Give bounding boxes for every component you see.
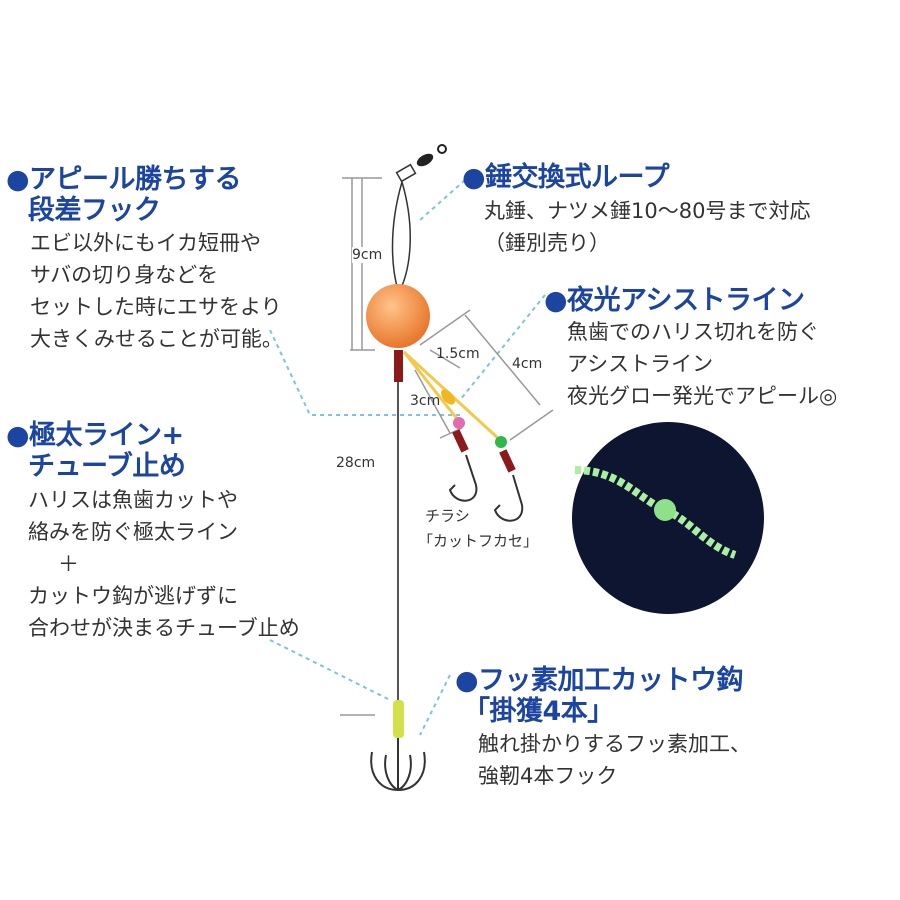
thick-line-body: ハリスは魚歯カットや 絡みを防ぐ極太ライン ＋ カットウ鈎が逃げずに 合わせが決…	[28, 484, 300, 644]
sinker-ball	[366, 284, 430, 348]
body-line: アシストライン	[567, 352, 714, 376]
sinker-loop	[391, 181, 411, 291]
fluorine-hook-title: ●フッ素加工カットウ鈎 「掛獲4本」	[455, 665, 744, 727]
long-branch-label: 4cm	[512, 356, 543, 372]
stepped-hook-title: ●アピール勝ちする 段差フック	[6, 164, 242, 226]
swivel-icon	[395, 144, 447, 183]
body-line: ＋	[58, 552, 79, 576]
title-line: ●極太ライン+	[6, 420, 184, 451]
body-line: 触れ掛かりするフッ素加工、	[478, 732, 751, 756]
title-line: ●夜光アシストライン	[544, 285, 805, 316]
hook-type-label: チラシ	[425, 507, 470, 525]
body-line: ハリスは魚歯カットや	[28, 488, 238, 512]
body-line: 夜光グロー発光でアピール◎	[567, 384, 838, 408]
dimension-lines	[340, 177, 554, 716]
body-line: 合わせが決まるチューブ止め	[28, 616, 300, 640]
title-line: ●アピール勝ちする	[6, 164, 242, 195]
title-line: 段差フック	[28, 195, 161, 226]
sinker-loop-body: 丸錘、ナツメ錘10〜80号まで対応 （錘別売り）	[484, 195, 810, 259]
pink-bead	[453, 417, 465, 429]
sinker-loop-title: ●錘交換式ループ	[462, 162, 669, 193]
body-line: エビ以外にもイカ短冊や	[30, 231, 261, 255]
title-line: ●錘交換式ループ	[462, 162, 669, 193]
body-line: 大きくみせることが可能。	[30, 327, 283, 351]
body-line: 丸錘、ナツメ錘10〜80号まで対応	[484, 199, 811, 223]
title-line: チューブ止め	[28, 451, 186, 482]
treble-hook-icon	[370, 738, 426, 791]
short-branch-label: 3cm	[410, 393, 441, 409]
body-line: カットウ鈎が逃げずに	[28, 584, 238, 608]
assist-offset-label: 1.5cm	[436, 346, 480, 362]
stepped-hook-body: エビ以外にもイカ短冊や サバの切り身などを セットした時にエサをより 大きくみせ…	[30, 227, 283, 355]
tube-stopper	[394, 350, 403, 382]
total-length-label: 28cm	[336, 455, 376, 471]
title-line: 「掛獲4本」	[463, 696, 614, 727]
title-line: ●フッ素加工カットウ鈎	[455, 665, 744, 696]
body-line: サバの切り身などを	[30, 263, 219, 287]
body-line: 絡みを防ぐ極太ライン	[28, 520, 238, 544]
glow-assist-title: ●夜光アシストライン	[544, 285, 805, 316]
glow-assist-body: 魚歯でのハリス切れを防ぐ アシストライン 夜光グロー発光でアピール◎	[567, 316, 837, 412]
yellow-tube	[393, 700, 404, 738]
hook-name-label: 「カットフカセ」	[418, 532, 539, 550]
glow-line-photo	[572, 422, 764, 614]
body-line: （錘別売り）	[484, 231, 610, 255]
leader-lines	[269, 179, 546, 736]
loop-length-label: 9cm	[352, 247, 383, 263]
body-line: 強靭4本フック	[478, 764, 618, 788]
green-bead	[495, 436, 507, 448]
fluorine-hook-body: 触れ掛かりするフッ素加工、 強靭4本フック	[478, 728, 751, 792]
body-line: 魚歯でのハリス切れを防ぐ	[567, 320, 819, 344]
hook-icon	[448, 454, 524, 522]
thick-line-title: ●極太ライン+ チューブ止め	[6, 420, 186, 482]
body-line: セットした時にエサをより	[30, 295, 282, 319]
